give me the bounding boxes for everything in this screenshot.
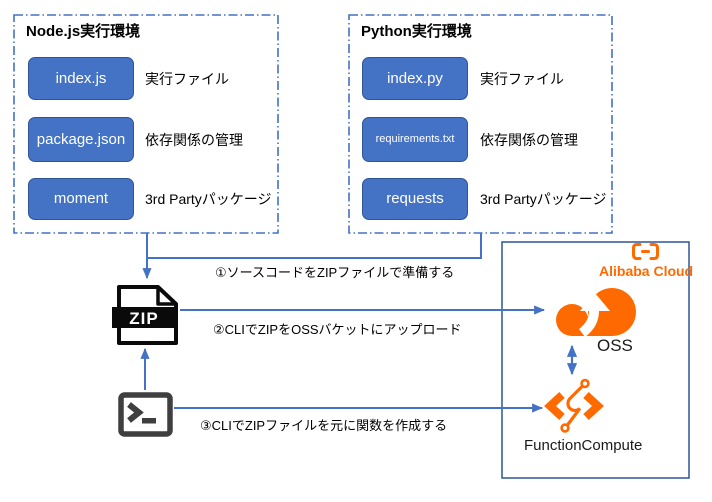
- file-node-moment-label: moment: [53, 190, 109, 208]
- file-node-index-js-label: index.js: [55, 69, 107, 87]
- python-env-title: Python実行環境: [361, 23, 472, 40]
- file-python-requirements-txt-label: requirements.txt: [375, 133, 455, 146]
- alibaba-cloud-brand-text: Alibaba Cloud: [599, 263, 694, 279]
- oss-up-arrow-tail: [578, 310, 599, 337]
- desc-node-3rd-party: 3rd Partyパッケージ: [145, 191, 272, 207]
- file-node-moment: moment: [28, 178, 134, 220]
- oss-cloud-icon: [556, 288, 636, 337]
- desc-python-exec-file: 実行ファイル: [480, 70, 564, 87]
- oss-label: OSS: [597, 336, 633, 355]
- desc-python-3rd-party: 3rd Partyパッケージ: [480, 191, 607, 207]
- terminal-icon: [118, 392, 173, 437]
- python-to-zip-elbow-connector: [147, 233, 482, 259]
- file-python-requests: requests: [362, 178, 468, 220]
- zip-file-icon: ZIP: [112, 285, 178, 345]
- file-node-package-json-label: package.json: [36, 130, 126, 148]
- step1-label: ①ソースコードをZIPファイルで準備する: [215, 265, 455, 280]
- step2-label: ②CLIでZIPをOSSバケットにアップロード: [213, 322, 462, 337]
- zip-band: [112, 307, 176, 328]
- oss-up-arrow-head: [580, 293, 610, 311]
- file-python-requests-label: requests: [386, 190, 444, 208]
- function-compute-icon: [544, 378, 604, 433]
- desc-python-dependency: 依存関係の管理: [480, 131, 578, 148]
- alibaba-cloud-box: [501, 241, 690, 479]
- function-compute-label: FunctionCompute: [524, 437, 643, 454]
- alibaba-cloud-logo-icon: [632, 243, 659, 260]
- file-python-index-py: index.py: [362, 57, 468, 100]
- file-node-package-json: package.json: [28, 117, 134, 162]
- file-python-index-py-label: index.py: [387, 69, 443, 87]
- file-node-index-js: index.js: [28, 57, 134, 100]
- node-env-title: Node.js実行環境: [26, 23, 141, 40]
- zip-band-label: ZIP: [129, 309, 158, 328]
- file-python-requirements-txt: requirements.txt: [362, 117, 468, 162]
- desc-node-exec-file: 実行ファイル: [145, 70, 229, 87]
- desc-node-dependency: 依存関係の管理: [145, 131, 243, 148]
- step3-label: ③CLIでZIPファイルを元に関数を作成する: [200, 418, 448, 433]
